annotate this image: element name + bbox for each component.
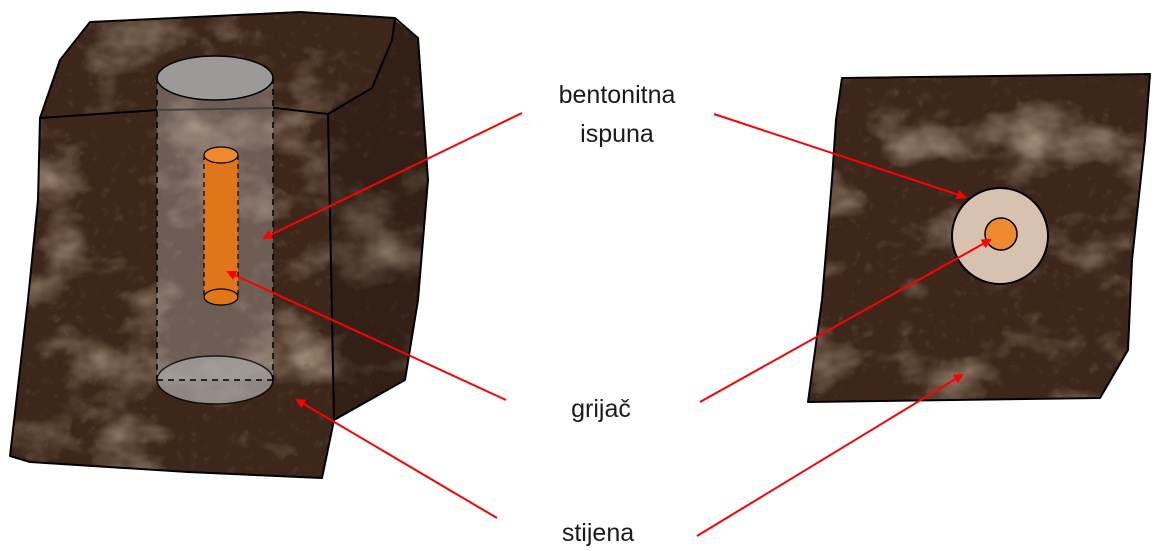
label-rock: stijena (562, 519, 634, 547)
arrow-rock-left (297, 400, 497, 518)
label-filling-line1: bentonitna (559, 81, 676, 109)
borehole-top-cap (157, 56, 273, 100)
heater-rod (204, 147, 238, 305)
label-heater: grijač (571, 395, 631, 423)
heater-bottom-cap (204, 289, 238, 305)
heater-top-cap (204, 147, 238, 163)
heater-disc (985, 218, 1017, 250)
label-filling-line2: ispuna (580, 120, 654, 148)
rock-cross-section (800, 70, 1155, 410)
